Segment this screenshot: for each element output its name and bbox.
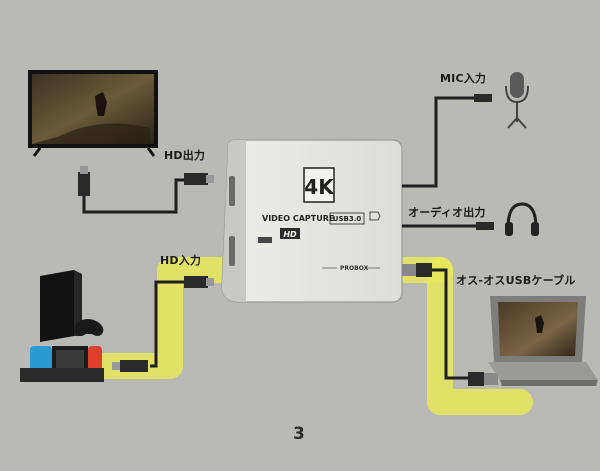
usb-symbol-icon [369,211,381,221]
device-badge: 4K [304,175,335,199]
usb-connector-icon [402,263,498,386]
switch-icon [20,346,104,382]
device-model-text: VIDEO CAPTURE [262,214,334,223]
laptop-icon [488,296,598,386]
hd-output-label: HD出力 [164,149,206,162]
hd-output-cable [82,178,186,214]
controller-icon [74,319,104,336]
hdmi-connector-icon [78,166,214,196]
console-icon [40,270,104,342]
device-hd-logo: HD [283,230,297,239]
page-number: 3 [293,424,305,444]
hd-input-cable [150,280,184,368]
mic-input-label: MIC入力 [440,72,487,85]
capture-device: 4K VIDEO CAPTURE USB3.0 HD PROBOX [221,139,403,303]
microphone-icon [505,72,529,129]
audio-jack-icon [476,222,504,230]
hdmi-connector-icon [112,276,214,372]
hd-input-label: HD入力 [160,254,202,267]
tv-icon [28,70,158,157]
usb-cable-label: オス-オスUSBケーブル [456,274,576,287]
device-hdmi-port [258,237,272,243]
audio-output-label: オーディオ出力 [408,206,486,219]
audio-jack-icon [474,94,502,102]
mic-cable [402,96,474,188]
device-brand: PROBOX [340,265,369,272]
device-usb-text: USB3.0 [333,215,362,223]
headphones-icon [505,202,539,236]
